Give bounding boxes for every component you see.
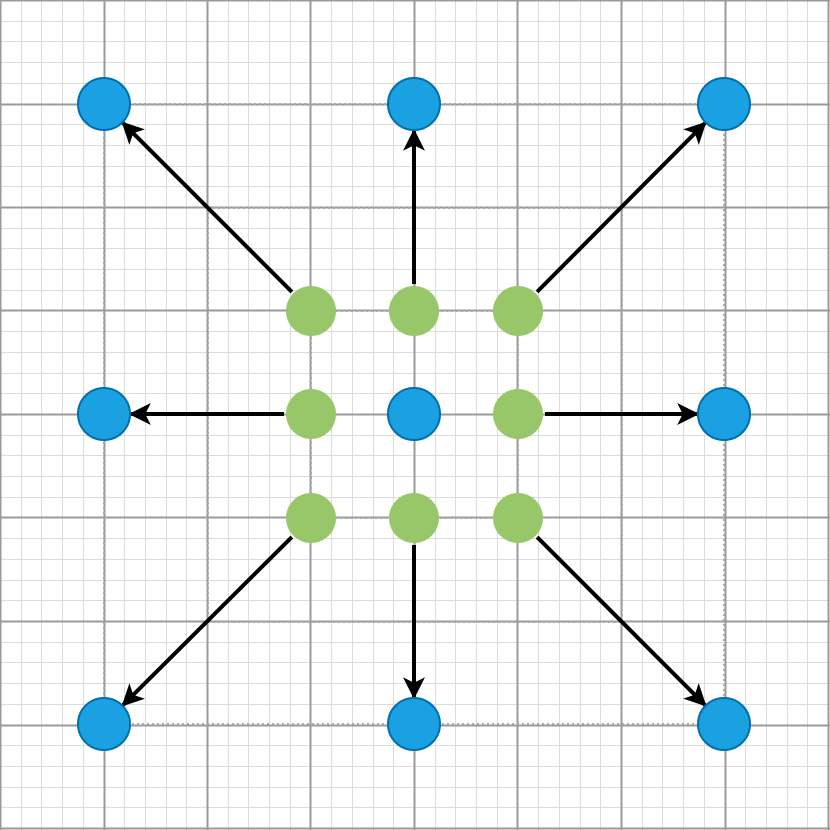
inner-nodes-group (286, 286, 543, 543)
outer-nodes-group (77, 77, 751, 751)
node-inner-bottom-right (493, 493, 543, 543)
arrow-top-right (535, 121, 707, 294)
node-top-left (77, 77, 131, 131)
node-top-right (697, 77, 751, 131)
node-bottom-left (77, 697, 131, 751)
arrows-group (121, 121, 707, 707)
node-top-center (387, 77, 441, 131)
node-inner-bottom-left (286, 493, 336, 543)
node-inner-bottom-center (389, 493, 439, 543)
node-bottom-center (387, 697, 441, 751)
node-middle-right (697, 387, 751, 441)
node-bottom-right (697, 697, 751, 751)
node-middle-left (77, 387, 131, 441)
arrow-bottom-left (121, 535, 294, 707)
arrow-bottom-right (535, 535, 707, 707)
node-center (387, 387, 441, 441)
node-inner-top-right (493, 286, 543, 336)
node-inner-middle-left (286, 389, 336, 439)
node-inner-top-center (389, 286, 439, 336)
node-inner-middle-right (493, 389, 543, 439)
node-inner-top-left (286, 286, 336, 336)
arrow-top-left (121, 121, 294, 294)
